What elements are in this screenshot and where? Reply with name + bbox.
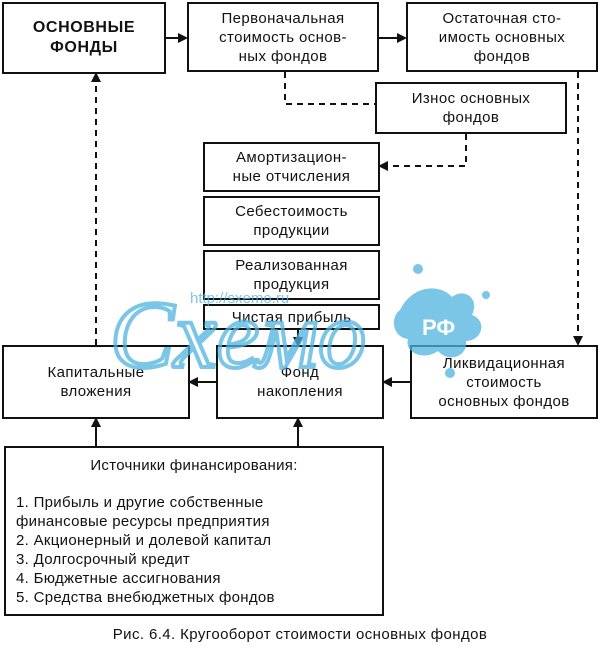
sold-products-box: Реализованная продукция	[203, 250, 380, 300]
capital-investment-label: Капитальные вложения	[47, 364, 145, 400]
arrow-depreciation-to-amortization	[378, 134, 467, 171]
amortization-box: Амортизацион- ные отчисления	[203, 142, 380, 192]
funding-source-item: 5. Средства внебюджетных фондов	[16, 589, 275, 606]
residual-cost-label: Остаточная сто- имость основных фондов	[438, 9, 566, 65]
initial-cost-box: Первоначальная стоимость основ- ных фонд…	[187, 2, 379, 72]
funding-sources-box: Источники финансирования: 1. Прибыль и д…	[4, 446, 384, 616]
depreciation-box: Износ основных фондов	[375, 82, 567, 134]
accumulation-fund-box: Фонд накопления	[216, 345, 384, 419]
funding-sources-list: 1. Прибыль и другие собственные финансов…	[16, 493, 372, 607]
funding-source-item: 1. Прибыль и другие собственные финансов…	[16, 494, 270, 530]
residual-cost-box: Остаточная сто- имость основных фондов	[406, 2, 598, 72]
net-profit-box: Чистая прибыль	[203, 304, 380, 330]
funding-source-item: 4. Бюджетные ассигнования	[16, 570, 221, 587]
figure-caption: Рис. 6.4. Кругооборот стоимости основных…	[112, 626, 488, 643]
initial-cost-label: Первоначальная стоимость основ- ных фонд…	[219, 9, 347, 65]
line-initial-to-depreciation	[284, 72, 375, 105]
funding-source-item: 3. Долгосрочный кредит	[16, 551, 191, 568]
liquidation-value-box: Ликвидационная стоимость основных фондов	[410, 345, 598, 419]
accumulation-fund-label: Фонд накопления	[257, 364, 343, 400]
capital-investment-box: Капитальные вложения	[2, 345, 190, 419]
funding-sources-title: Источники финансирования:	[90, 457, 298, 474]
funding-source-item: 2. Акционерный и долевой капитал	[16, 532, 272, 549]
cost-price-box: Себестоимость продукции	[203, 196, 380, 246]
depreciation-label: Износ основных фондов	[411, 90, 531, 126]
liquidation-value-label: Ликвидационная стоимость основных фондов	[438, 354, 570, 410]
fixed-assets-box: ОСНОВНЫЕ ФОНДЫ	[2, 2, 166, 74]
net-profit-label: Чистая прибыль	[231, 308, 352, 326]
sold-products-label: Реализованная продукция	[235, 257, 348, 293]
fixed-assets-label: ОСНОВНЫЕ ФОНДЫ	[32, 19, 136, 56]
cost-price-label: Себестоимость продукции	[235, 203, 348, 239]
amortization-label: Амортизацион- ные отчисления	[232, 149, 351, 185]
